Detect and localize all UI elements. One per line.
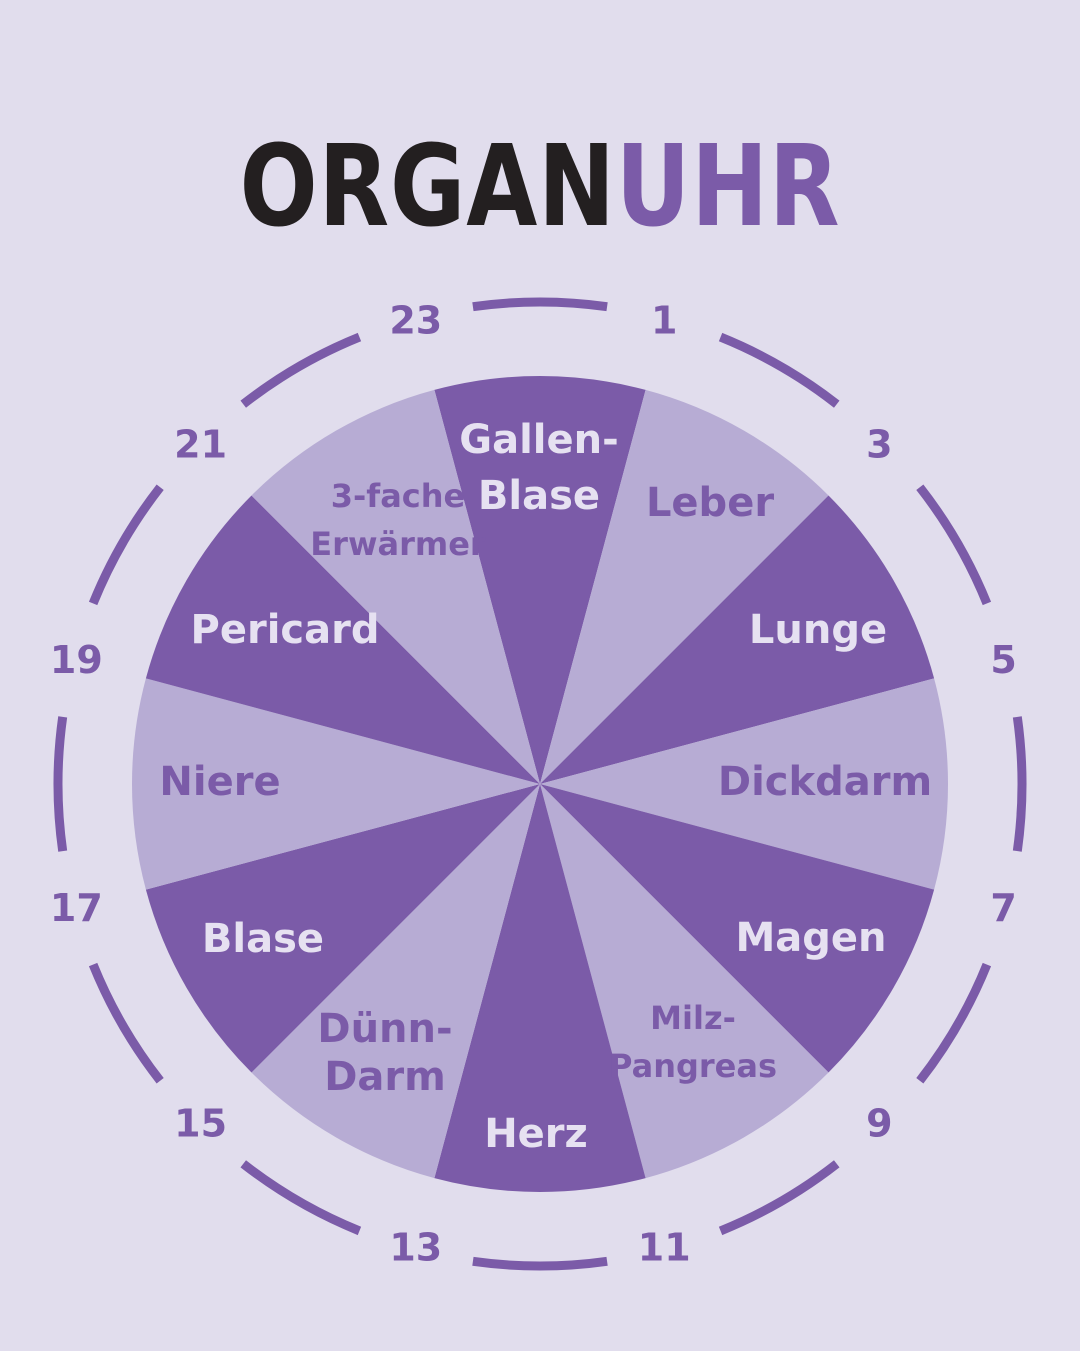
ring-arc xyxy=(472,1256,608,1271)
ring-arc xyxy=(916,962,992,1084)
organ-label: Blase xyxy=(478,473,600,519)
organ-label: Milz- xyxy=(650,999,736,1037)
organ-label: Dickdarm xyxy=(718,759,932,805)
organ-slice xyxy=(251,784,540,1179)
hour-label: 21 xyxy=(174,423,227,467)
organ-slice xyxy=(132,678,540,890)
hour-label: 1 xyxy=(651,298,677,342)
organ-label: Darm xyxy=(324,1054,446,1100)
hour-label: 7 xyxy=(990,886,1016,930)
ring-arc xyxy=(53,716,68,852)
organ-slice xyxy=(540,784,935,1073)
ring-arc xyxy=(916,484,992,606)
organ-label: Leber xyxy=(646,480,774,526)
organ-slice xyxy=(540,784,829,1179)
organ-label: 3-fache xyxy=(331,477,466,515)
outer-ring xyxy=(53,297,1027,1271)
organ-slice xyxy=(434,376,646,784)
hour-label: 23 xyxy=(389,298,442,342)
organ-slice xyxy=(434,784,646,1193)
ring-arc xyxy=(240,332,362,408)
ring-arc xyxy=(240,1160,362,1236)
page-title: ORGANUHR xyxy=(97,122,983,252)
hour-label: 15 xyxy=(174,1101,227,1145)
organ-slice xyxy=(540,389,829,784)
organ-label: Pericard xyxy=(191,607,380,653)
hour-label: 5 xyxy=(990,638,1016,682)
organ-label: Herz xyxy=(484,1111,588,1157)
organ-slice xyxy=(251,389,540,784)
organ-label: Gallen- xyxy=(459,417,618,463)
organ-labels: Gallen- Blase LeberLungeDickdarmMagenMilz-… xyxy=(159,417,932,1157)
organ-label: Blase xyxy=(202,916,324,962)
organ-label: Dünn- xyxy=(317,1006,452,1052)
ring-arc xyxy=(88,484,164,606)
hour-label: 17 xyxy=(50,886,103,930)
organ-slice xyxy=(540,678,948,890)
organ-label: Erwärmer xyxy=(310,525,486,563)
title-organ: ORGAN xyxy=(239,122,616,252)
organ-wheel xyxy=(132,376,948,1193)
organ-slice xyxy=(145,495,540,784)
organ-slice xyxy=(540,495,935,784)
organ-label: Niere xyxy=(159,759,280,805)
ring-arc xyxy=(1012,716,1027,852)
ring-arc xyxy=(718,332,840,408)
hour-label: 11 xyxy=(638,1226,691,1270)
hour-label: 13 xyxy=(389,1226,442,1270)
ring-arc xyxy=(472,297,608,312)
ring-arc xyxy=(718,1160,840,1236)
organ-slice xyxy=(145,784,540,1073)
organ-label: Magen xyxy=(735,915,886,961)
ring-arc xyxy=(88,962,164,1084)
hour-label: 3 xyxy=(866,423,892,467)
organ-label: Lunge xyxy=(749,607,887,653)
hour-label: 19 xyxy=(50,638,103,682)
hour-label: 9 xyxy=(866,1101,892,1145)
title-uhr: UHR xyxy=(615,122,841,252)
organ-label: Pangreas xyxy=(609,1047,777,1085)
